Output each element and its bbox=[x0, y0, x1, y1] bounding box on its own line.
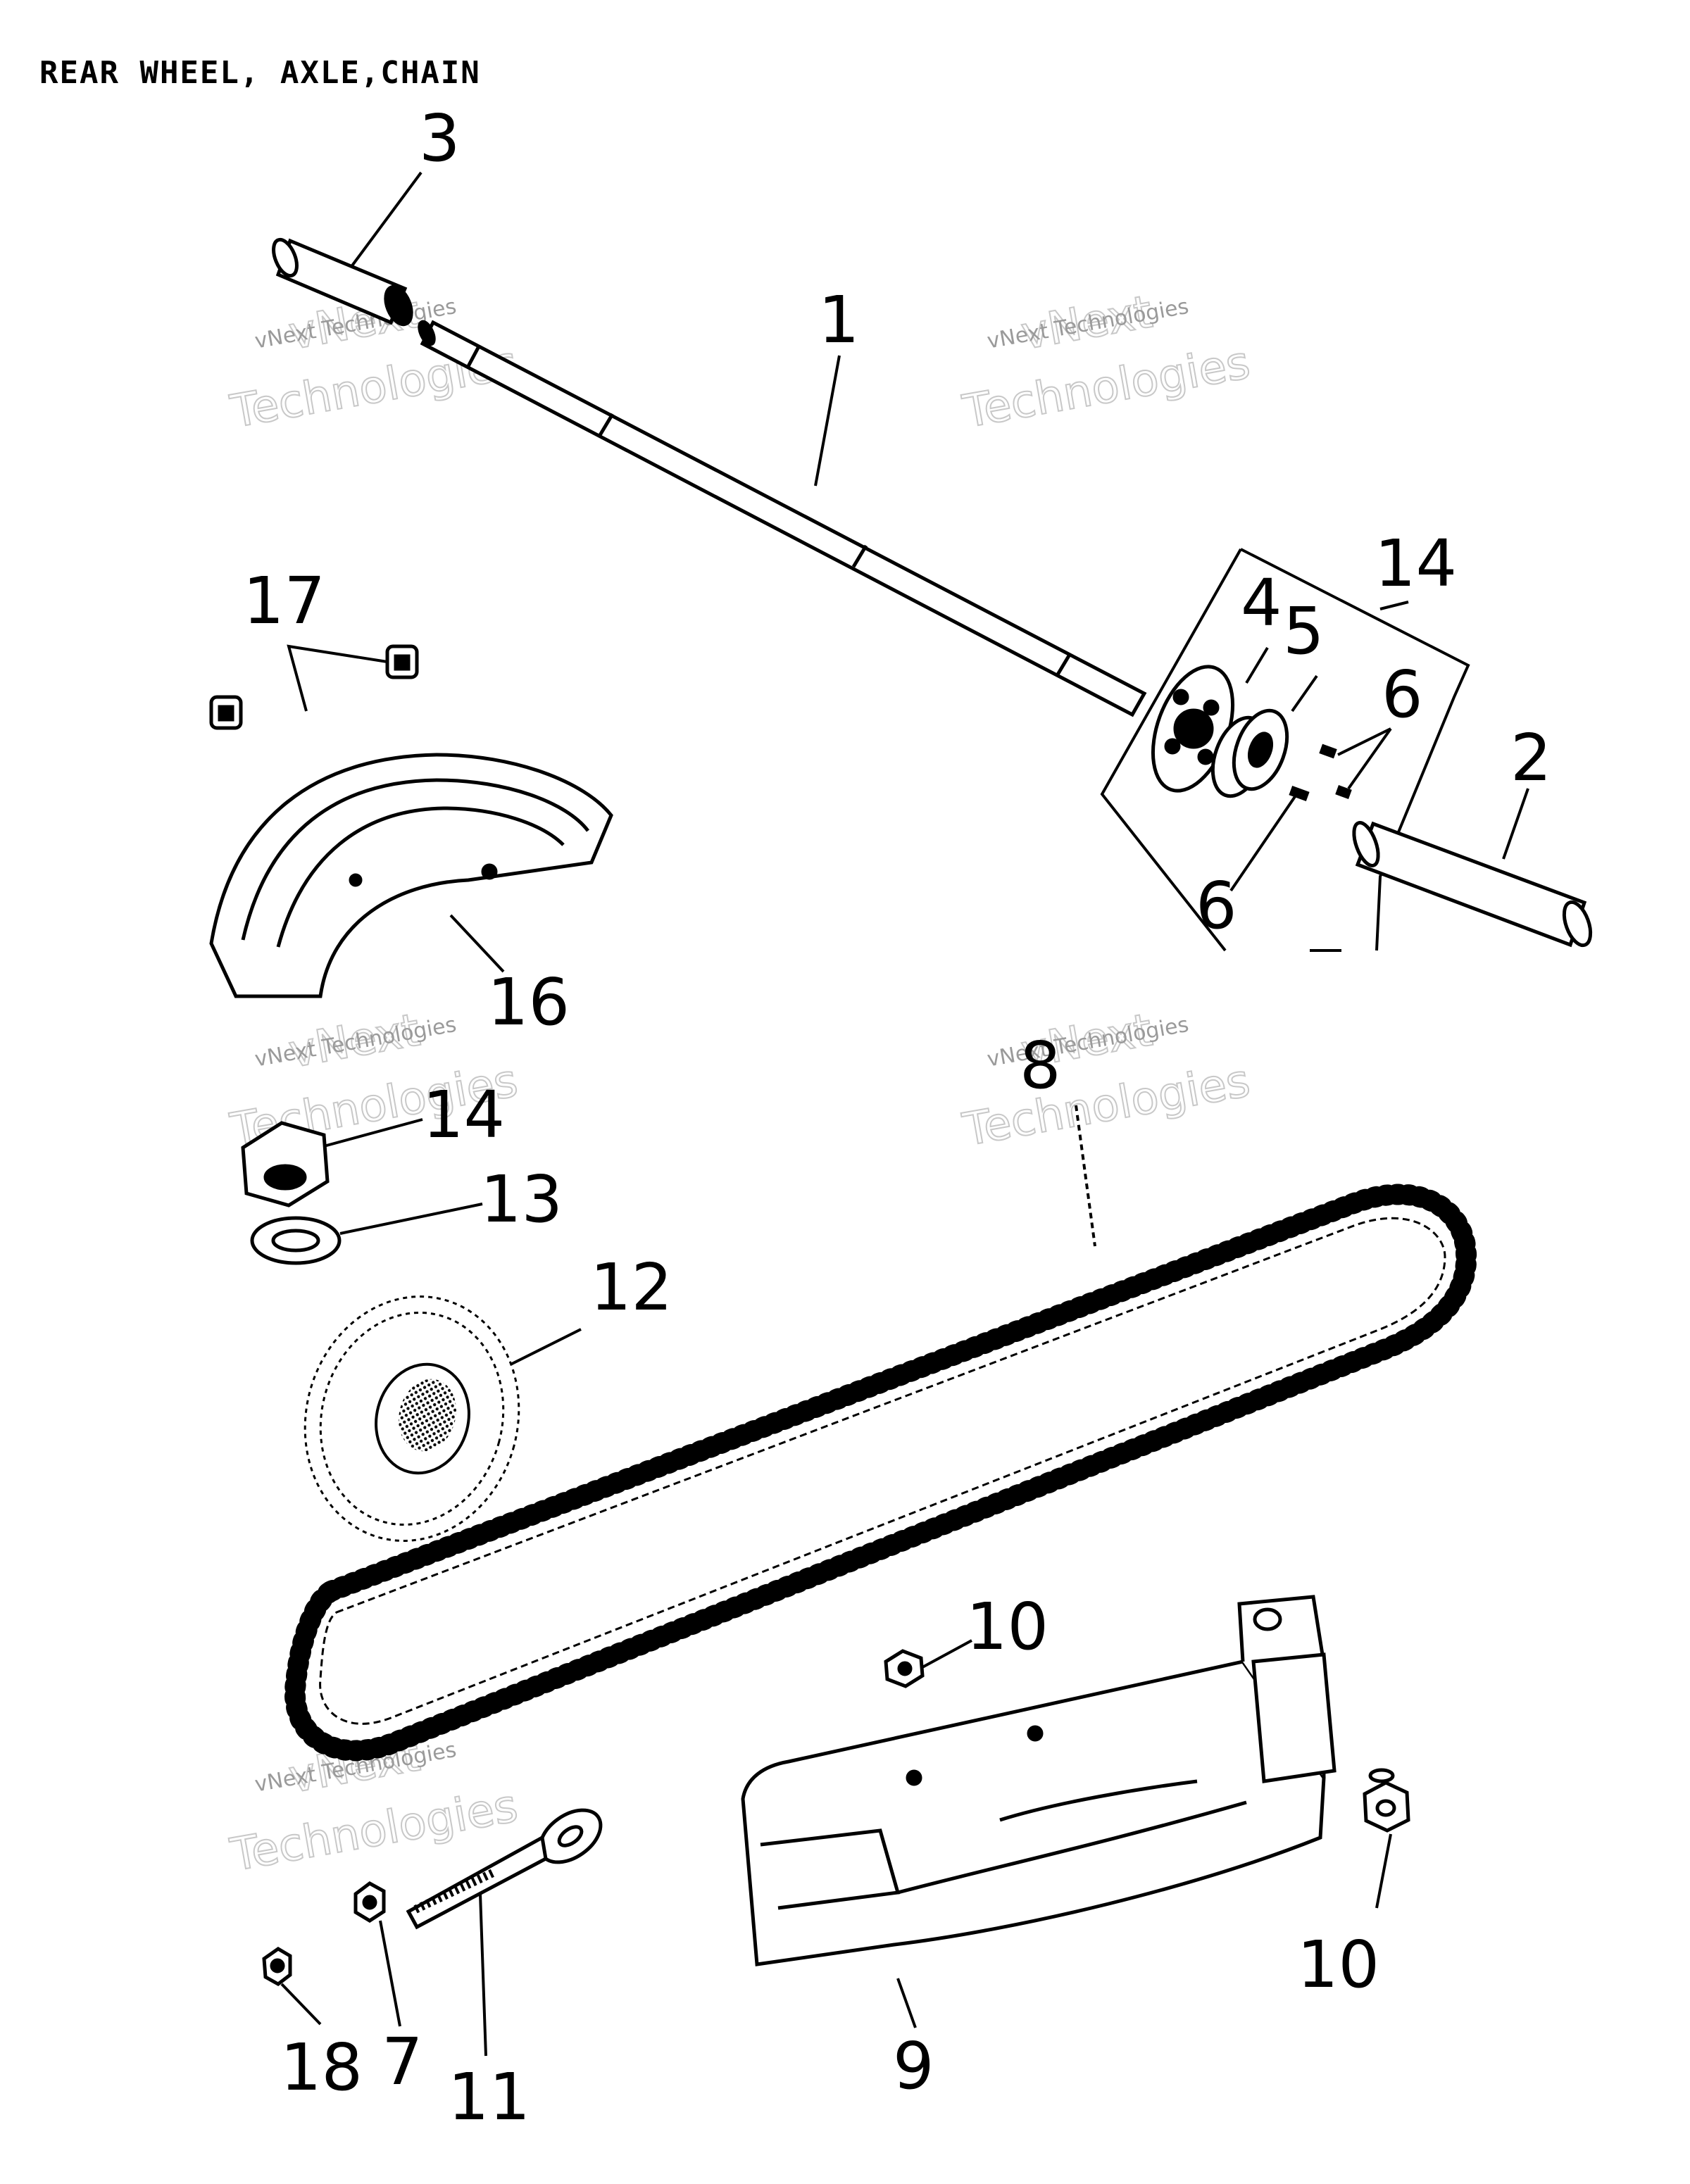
callout-18: 18 bbox=[280, 2030, 363, 2105]
washer-icon bbox=[250, 1216, 342, 1265]
callout-8: 8 bbox=[1020, 1028, 1061, 1103]
callout-7: 7 bbox=[382, 2024, 423, 2100]
hub-assembly-icon bbox=[1100, 548, 1470, 952]
watermark-line3: Technologies bbox=[959, 337, 1254, 438]
chain-guard-icon bbox=[741, 1595, 1337, 1966]
watermark-group: vNext vNext Technologies Technologies vN… bbox=[226, 285, 1255, 1882]
callout-14: 14 bbox=[423, 1077, 505, 1153]
callout-15: 14 bbox=[1375, 526, 1457, 601]
sprocket-icon bbox=[303, 1295, 520, 1542]
flange-nut-icon bbox=[1363, 1768, 1410, 1833]
tension-bolt-icon bbox=[406, 1808, 603, 1930]
callout-6a: 6 bbox=[1382, 657, 1423, 732]
callout-10b: 10 bbox=[1297, 1927, 1379, 2002]
watermark: vNext vNext Technologies Technologies bbox=[958, 285, 1255, 439]
watermark: vNext vNext Technologies Technologies bbox=[958, 1003, 1255, 1157]
callout-2: 2 bbox=[1510, 720, 1552, 796]
callout-12: 12 bbox=[590, 1250, 672, 1325]
callout-16: 16 bbox=[487, 965, 570, 1040]
callout-17: 17 bbox=[243, 563, 325, 639]
watermark-line3: Technologies bbox=[959, 1055, 1254, 1156]
callout-9: 9 bbox=[893, 2028, 934, 2104]
fender-icon bbox=[209, 753, 613, 998]
flange-nut-icon bbox=[884, 1649, 925, 1688]
callout-5: 5 bbox=[1283, 594, 1325, 669]
callouts: 3 1 14 4 5 6 2 6 17 16 14 13 12 8 10 10 … bbox=[243, 101, 1552, 2135]
page-title: REAR WHEEL, AXLE,CHAIN bbox=[39, 55, 481, 91]
callout-6b: 6 bbox=[1196, 868, 1237, 943]
nut-icon bbox=[353, 1881, 386, 1923]
leader-lines bbox=[280, 171, 1529, 2057]
callout-10a: 10 bbox=[966, 1589, 1049, 1664]
callout-3: 3 bbox=[419, 101, 461, 176]
key-icon bbox=[1289, 743, 1352, 802]
callout-4: 4 bbox=[1241, 565, 1282, 641]
callout-13: 13 bbox=[480, 1162, 563, 1237]
drive-chain-icon bbox=[284, 1184, 1477, 1762]
nut-icon bbox=[262, 1947, 292, 1986]
axle-shaft-icon bbox=[418, 320, 1147, 717]
callout-11: 11 bbox=[448, 2059, 530, 2135]
clip-nut-icon bbox=[209, 644, 419, 730]
hub-nut-icon bbox=[241, 1121, 330, 1207]
watermark-line3: Technologies bbox=[227, 1780, 522, 1881]
axle-end-pin-icon bbox=[272, 237, 413, 327]
short-axle-icon bbox=[1352, 821, 1593, 948]
callout-1: 1 bbox=[818, 282, 860, 358]
bearing-icon bbox=[1210, 708, 1289, 798]
